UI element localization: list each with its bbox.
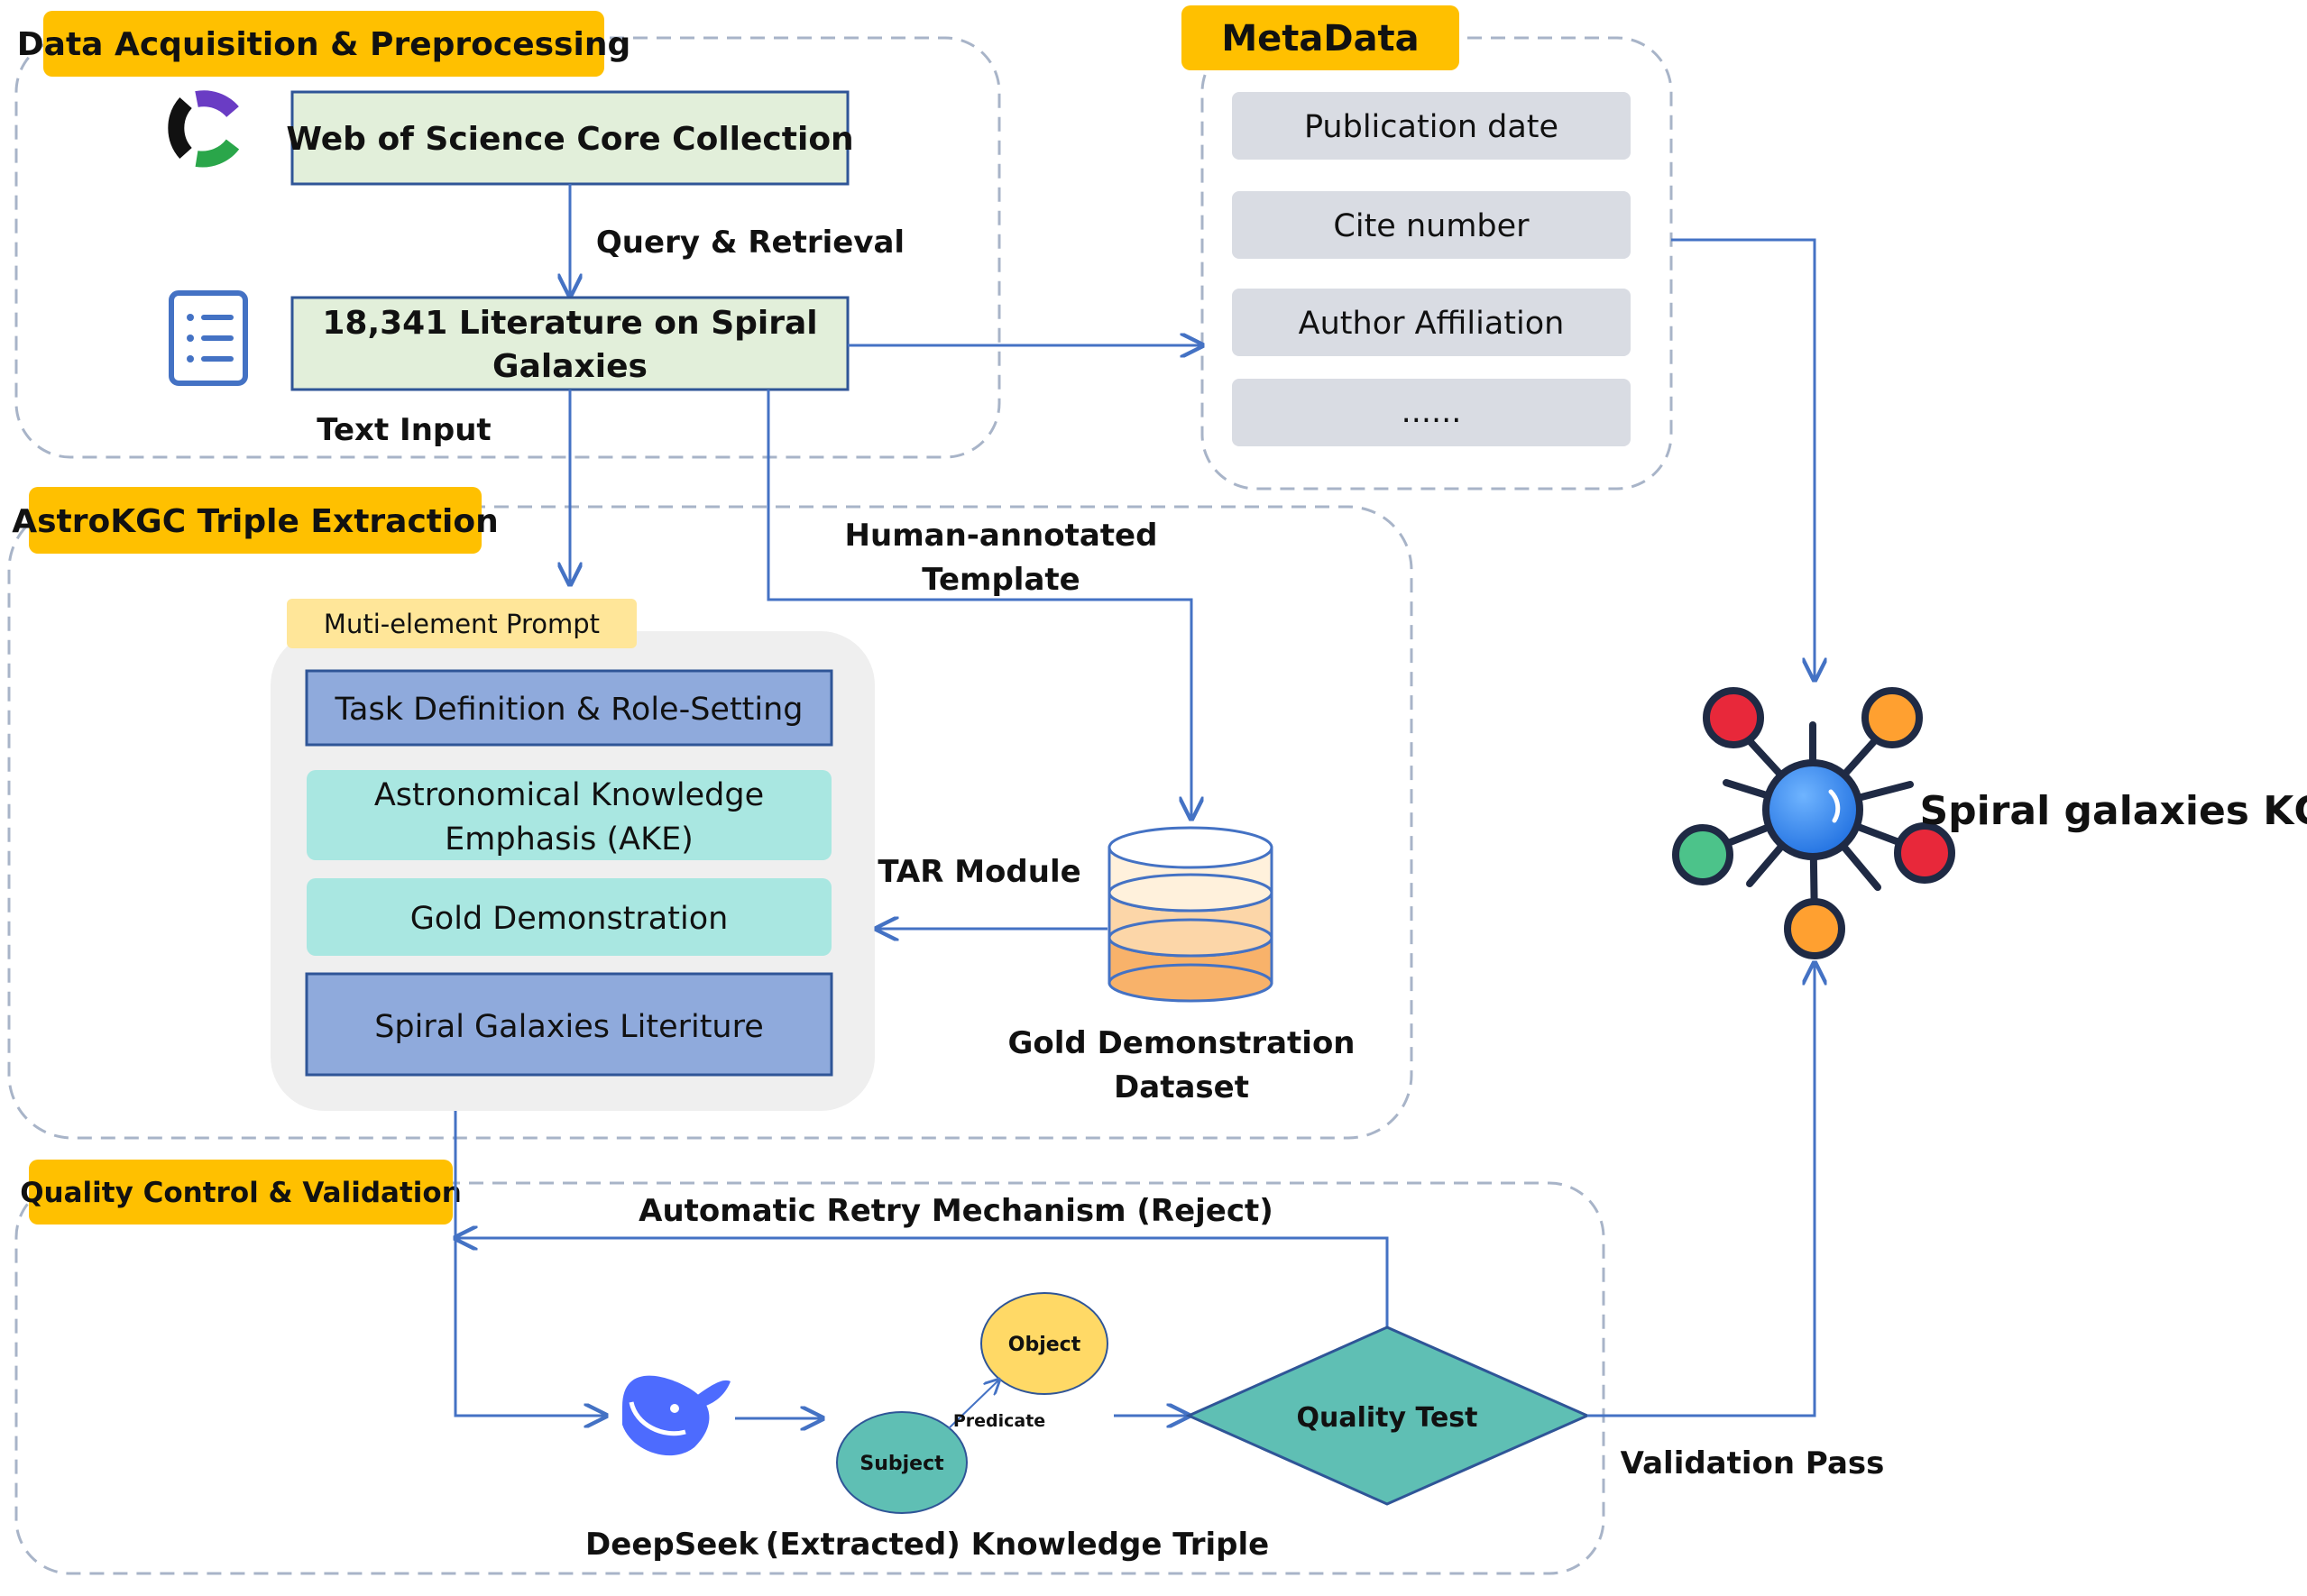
arrow-validation-to-kg (1587, 963, 1815, 1417)
meta-item-ellipsis: ...... (1402, 394, 1462, 430)
metadata-tag: MetaData (1221, 18, 1419, 60)
query-retrieval-label: Query & Retrieval (596, 225, 905, 261)
quality-tag-bg (29, 1160, 453, 1225)
meta-item-cite-number-bg (1232, 191, 1631, 259)
metadata-section-frame (1200, 36, 1673, 491)
kg-title: Spiral galaxies KG (1919, 788, 2307, 834)
prompt-item-gold-demonstration: Gold Demonstration (410, 901, 729, 937)
meta-item-ellipsis-bg (1232, 379, 1631, 446)
prompt-tag: Muti-element Prompt (324, 609, 600, 639)
acquisition-tag: Data Acquisition & Preprocessing (17, 26, 630, 63)
prompt-item-task-definition-bg (305, 669, 833, 747)
knowledge-graph-icon (1672, 687, 1955, 959)
kg-hub-highlight (1828, 789, 1841, 823)
template-label-line1: Human-annotated (845, 518, 1158, 554)
document-list-icon (169, 290, 248, 386)
source-box-label: Web of Science Core Collection (286, 121, 853, 158)
template-label-line2: Template (922, 562, 1080, 598)
arrow-literature-to-gold-dataset (767, 390, 1191, 819)
prompt-item-ake-bg (307, 770, 832, 860)
predicate-edge (948, 1380, 999, 1429)
literature-box-line1: 18,341 Literature on Spiral (322, 305, 817, 342)
subject-label: Subject (859, 1453, 944, 1475)
prompt-tag-bg (287, 599, 637, 648)
arrow-prompt-to-deepseek (454, 1111, 606, 1416)
meta-item-publication-date: Publication date (1304, 109, 1558, 145)
metadata-tag-bg (1181, 5, 1459, 70)
prompt-item-ake-line2: Emphasis (AKE) (445, 821, 694, 858)
quality-section-frame (14, 1181, 1605, 1575)
literature-box-line2: Galaxies (492, 348, 648, 385)
retry-label: Automatic Retry Mechanism (Reject) (639, 1193, 1273, 1229)
extraction-tag: AstroKGC Triple Extraction (12, 503, 498, 540)
deepseek-whale-icon (622, 1375, 731, 1456)
quality-test-diamond (1185, 1325, 1591, 1506)
tar-module-label: TAR Module (878, 854, 1080, 890)
gold-dataset-label-line2: Dataset (1114, 1069, 1249, 1105)
web-of-science-logo (168, 90, 240, 168)
meta-item-author-affiliation: Author Affiliation (1299, 306, 1565, 342)
meta-item-publication-date-bg (1232, 92, 1631, 160)
acquisition-section-frame (14, 36, 1001, 459)
arrow-retry-loop (455, 1238, 1389, 1327)
subject-node (836, 1411, 968, 1514)
prompt-item-task-definition: Task Definition & Role-Setting (334, 692, 803, 728)
literature-box (290, 296, 850, 391)
extraction-tag-bg (29, 487, 482, 554)
quality-tag: Quality Control & Validation (20, 1177, 462, 1209)
arrow-metadata-to-kg (1671, 238, 1815, 680)
object-node (980, 1292, 1108, 1395)
prompt-item-gold-demonstration-bg (307, 878, 832, 956)
deepseek-label: DeepSeek (585, 1527, 759, 1563)
validation-pass-label: Validation Pass (1621, 1445, 1885, 1481)
meta-item-author-affiliation-bg (1232, 289, 1631, 356)
acquisition-tag-bg (43, 11, 604, 77)
gold-dataset-label-line1: Gold Demonstration (1007, 1025, 1355, 1061)
prompt-item-literature: Spiral Galaxies Literiture (374, 1009, 764, 1045)
prompt-item-ake-line1: Astronomical Knowledge (374, 777, 764, 813)
triple-caption: (Extracted) Knowledge Triple (766, 1527, 1269, 1563)
object-label: Object (1008, 1334, 1081, 1356)
meta-item-cite-number: Cite number (1333, 208, 1530, 244)
prompt-item-literature-bg (305, 972, 833, 1077)
predicate-label: Predicate (953, 1411, 1045, 1431)
gold-dataset-database-icon (1108, 826, 1273, 1003)
quality-test-label: Quality Test (1296, 1402, 1477, 1434)
text-input-label: Text Input (317, 412, 491, 448)
extraction-section-frame (7, 505, 1413, 1140)
